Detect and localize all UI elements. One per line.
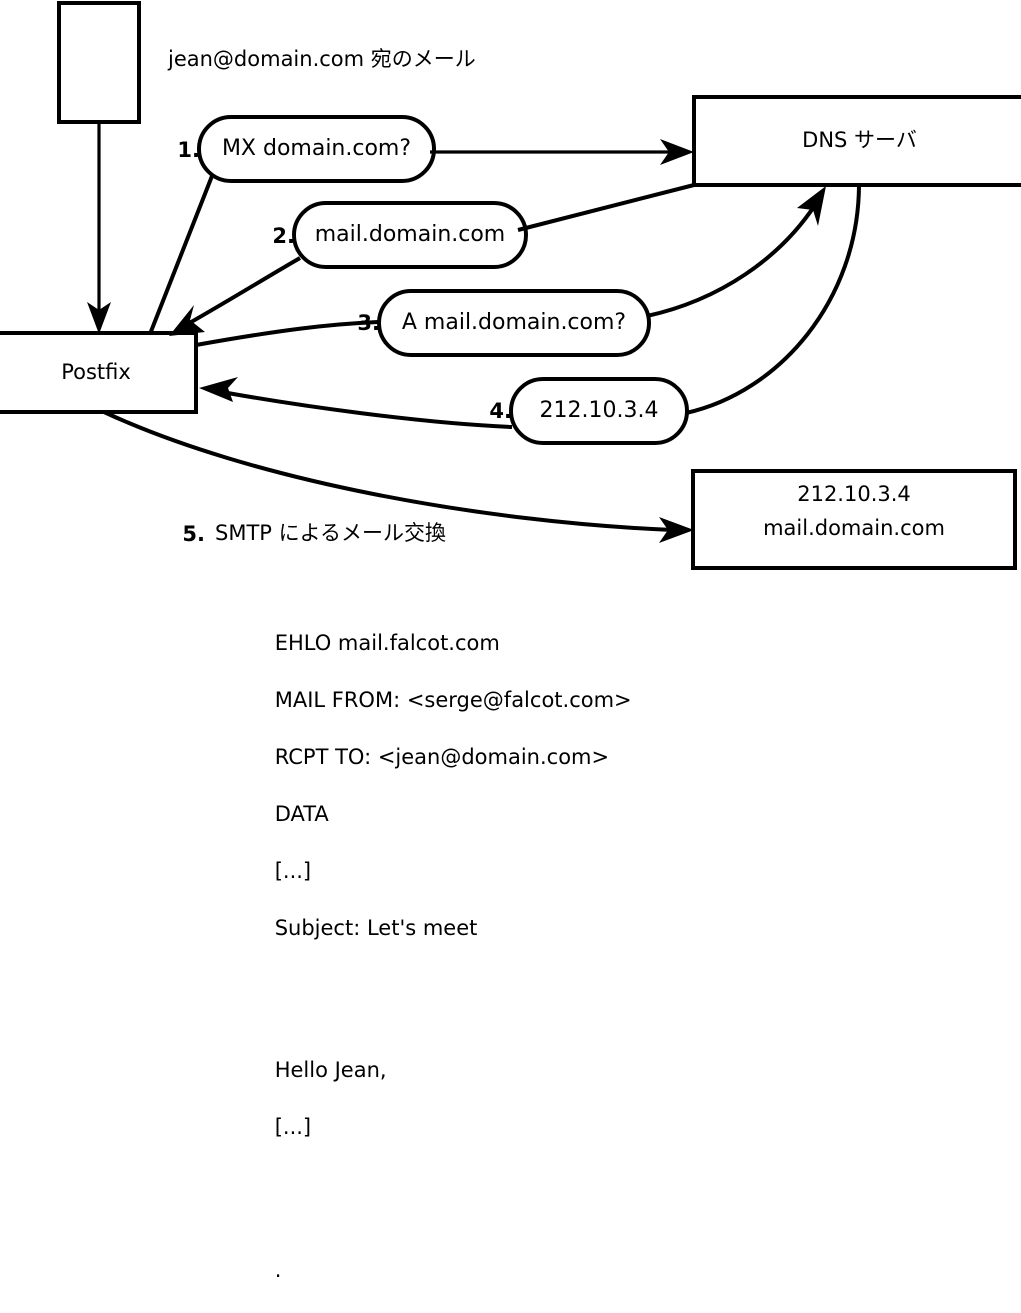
step-2-bubble (292, 201, 528, 269)
connector-step2-bubble2-to-postfix (169, 256, 302, 336)
step-3-bubble (377, 289, 651, 357)
smtp-transcript: EHLO mail.falcot.com MAIL FROM: <serge@f… (248, 600, 632, 1313)
postfix-label: Postfix (61, 360, 131, 384)
step-1-number: 1. (177, 138, 200, 162)
connector-step5-postfix-to-mailserver (103, 410, 694, 543)
transcript-line: Subject: Let's meet (274, 915, 478, 940)
transcript-line: Hello Jean, (274, 1058, 387, 1082)
connector-step3-postfix-to-bubble3 (195, 320, 379, 347)
transcript-line: . (274, 1257, 282, 1282)
sender-box (57, 1, 141, 124)
transcript-line: MAIL FROM: <serge@falcot.com> (274, 687, 632, 712)
connector-step4-bubble4-to-postfix (199, 377, 513, 429)
connector-step4-dns-to-bubble4 (685, 185, 861, 415)
mail-server-box (691, 469, 1017, 570)
dns-server-label: DNS サーバ (802, 128, 917, 152)
transcript-line: [...] (274, 1115, 312, 1139)
step-3-number: 3. (357, 311, 380, 335)
connector-sender-to-postfix (87, 122, 111, 334)
transcript-blank-line (248, 999, 632, 1028)
transcript-line: DATA (274, 801, 329, 826)
step-1-bubble (197, 115, 436, 183)
transcript-blank-line-2 (248, 1199, 632, 1228)
step-5-number: 5. (182, 522, 205, 546)
mail-routing-diagram: jean@domain.com 宛のメール Postfix DNS サーバ 21… (0, 1, 1021, 1282)
step-5-label: SMTP によるメール交換 (215, 521, 446, 545)
step-2-number: 2. (272, 224, 295, 248)
connector-step2-dns-to-bubble2 (517, 183, 695, 232)
postfix-box (0, 331, 198, 414)
connector-step1-postfix-to-bubble1 (148, 175, 214, 335)
connector-step1-bubble1-to-dns (430, 139, 694, 165)
step-2-label: mail.domain.com (314, 222, 506, 247)
step-4-bubble (509, 377, 689, 445)
mail-caption: jean@domain.com 宛のメール (168, 47, 476, 71)
step-4-label: 212.10.3.4 (539, 398, 659, 423)
transcript-line: [...] (274, 858, 312, 883)
step-1-label: MX domain.com? (221, 136, 412, 161)
transcript-line: EHLO mail.falcot.com (274, 630, 500, 655)
mail-server-host-label: mail.domain.com (763, 516, 945, 540)
connector-step3-bubble3-to-dns (646, 186, 826, 318)
step-4-number: 4. (489, 399, 512, 423)
dns-server-box (692, 95, 1021, 187)
mail-server-ip-label: 212.10.3.4 (797, 482, 911, 506)
transcript-line: RCPT TO: <jean@domain.com> (274, 744, 610, 769)
step-3-label: A mail.domain.com? (401, 310, 627, 335)
diagram-graphics (0, 1, 1021, 570)
